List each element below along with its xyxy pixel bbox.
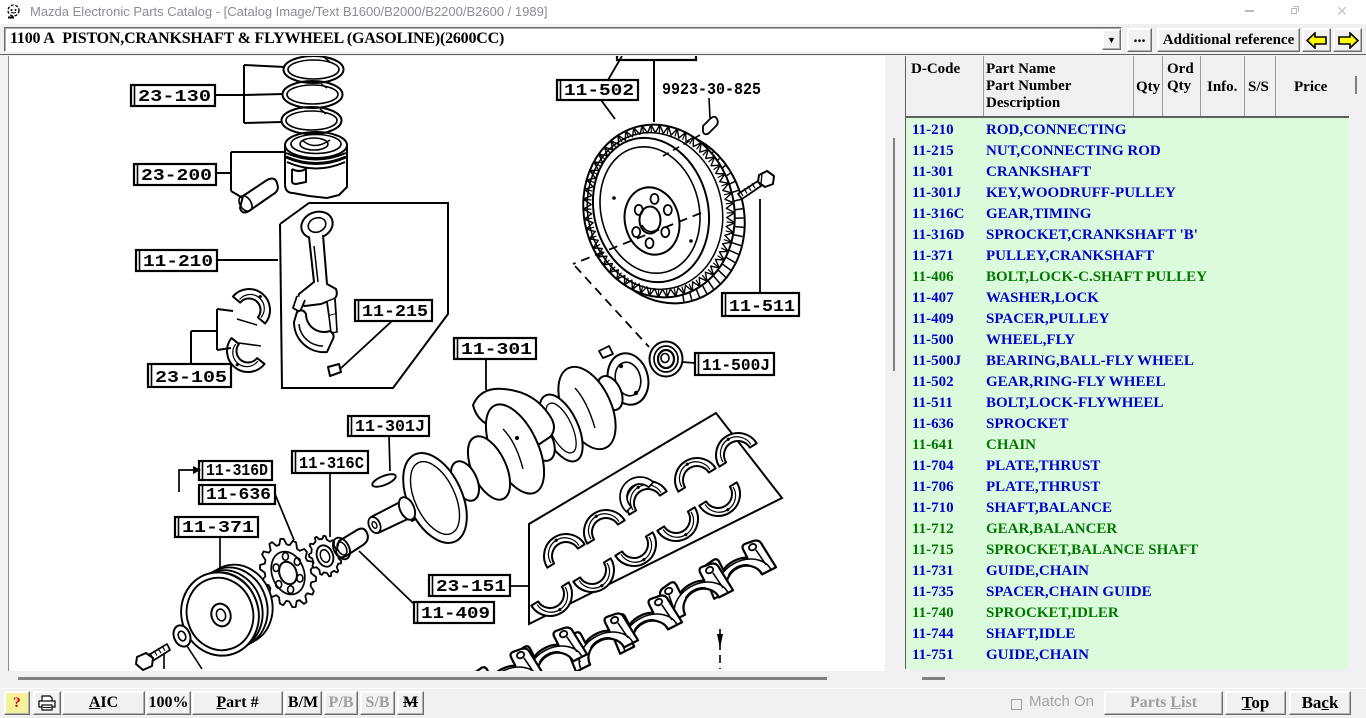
svg-text:11-500J: 11-500J <box>702 357 770 376</box>
svg-text:23-200: 23-200 <box>141 167 212 186</box>
svg-text:11-316C: 11-316C <box>299 455 364 474</box>
svg-text:11-636: 11-636 <box>206 486 271 505</box>
svg-text:11-210: 11-210 <box>143 253 213 272</box>
svg-text:11-215: 11-215 <box>362 303 428 322</box>
svg-text:11-409: 11-409 <box>421 605 490 624</box>
svg-text:11-316D: 11-316D <box>206 462 268 481</box>
svg-text:11-371: 11-371 <box>182 519 254 538</box>
svg-text:23-151: 23-151 <box>436 578 506 597</box>
svg-text:9923-30-825: 9923-30-825 <box>662 81 761 100</box>
svg-text:11-502: 11-502 <box>564 82 634 101</box>
svg-text:11-301J: 11-301J <box>355 418 425 437</box>
svg-text:11-301: 11-301 <box>461 341 532 360</box>
svg-text:23-130: 23-130 <box>138 88 211 107</box>
svg-text:23-105: 23-105 <box>155 369 227 388</box>
svg-text:11-511: 11-511 <box>729 298 795 317</box>
